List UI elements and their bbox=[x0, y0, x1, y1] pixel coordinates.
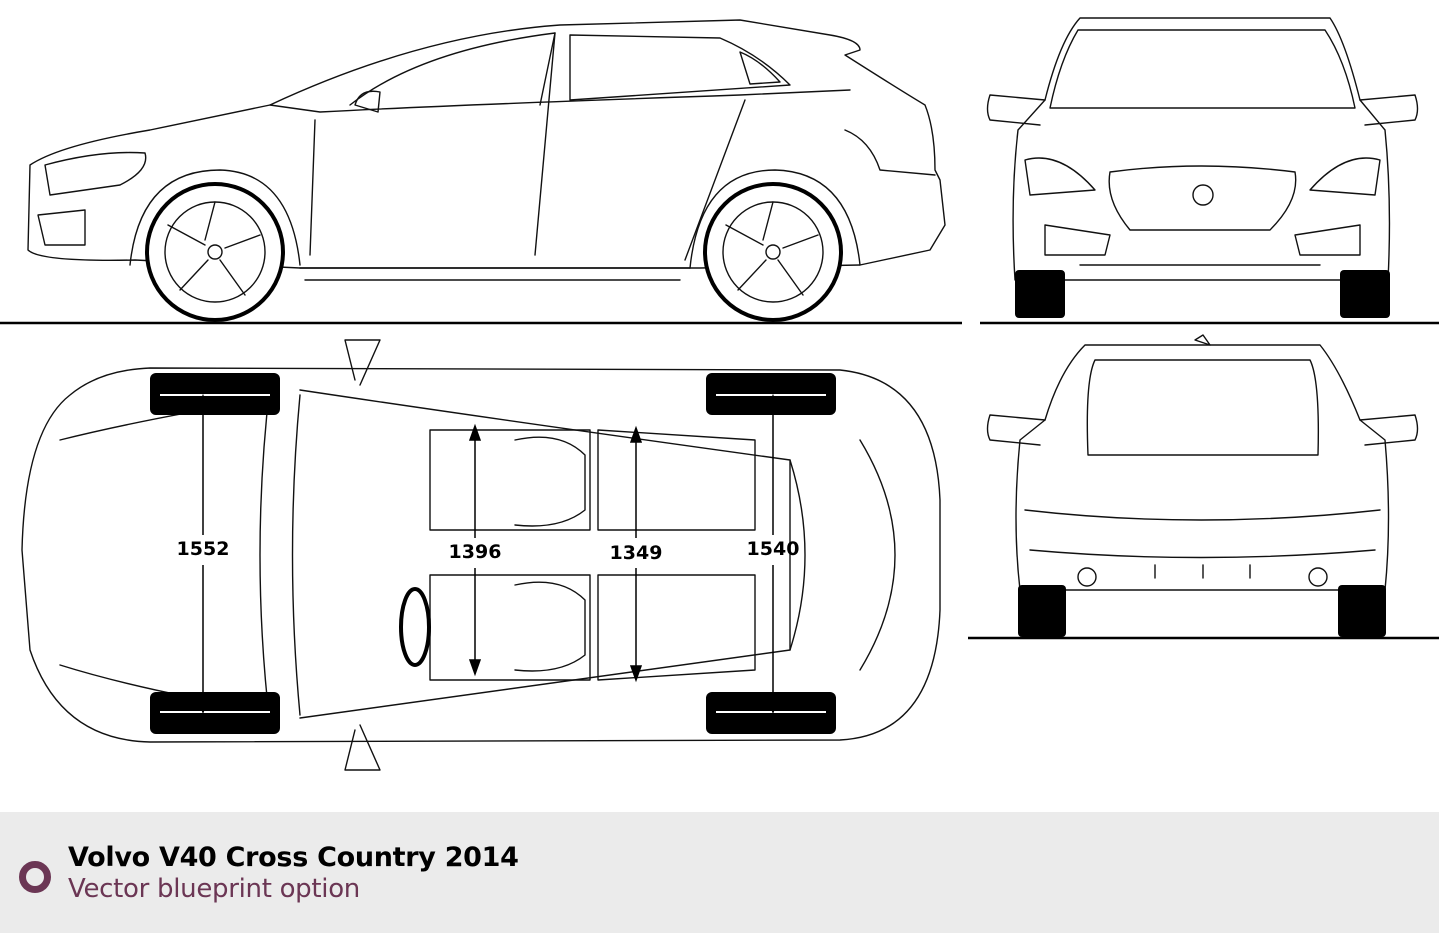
dimension-rear-interior: 1349 bbox=[610, 542, 663, 564]
dimension-arrows bbox=[196, 393, 780, 715]
rear-right-tire bbox=[1338, 585, 1386, 637]
front-right-tire bbox=[1340, 270, 1390, 318]
dimension-front-track: 1552 bbox=[177, 538, 230, 560]
dimension-rear-track: 1540 bbox=[747, 538, 800, 560]
dimension-front-interior: 1396 bbox=[449, 541, 502, 563]
top-view: 1552 1396 1349 1540 bbox=[21, 339, 941, 771]
blueprint-drawing: 1552 1396 1349 1540 bbox=[0, 17, 1439, 771]
caption-subtitle: Vector blueprint option bbox=[68, 874, 360, 904]
circle-bullet-icon bbox=[19, 861, 51, 893]
caption-title: Volvo V40 Cross Country 2014 bbox=[68, 842, 519, 873]
front-left-tire bbox=[1015, 270, 1065, 318]
side-view bbox=[27, 19, 946, 322]
footer-caption: Volvo V40 Cross Country 2014 Vector blue… bbox=[0, 812, 1439, 933]
rear-left-tire bbox=[1018, 585, 1066, 637]
rear-view bbox=[986, 334, 1419, 637]
front-view bbox=[986, 17, 1419, 318]
